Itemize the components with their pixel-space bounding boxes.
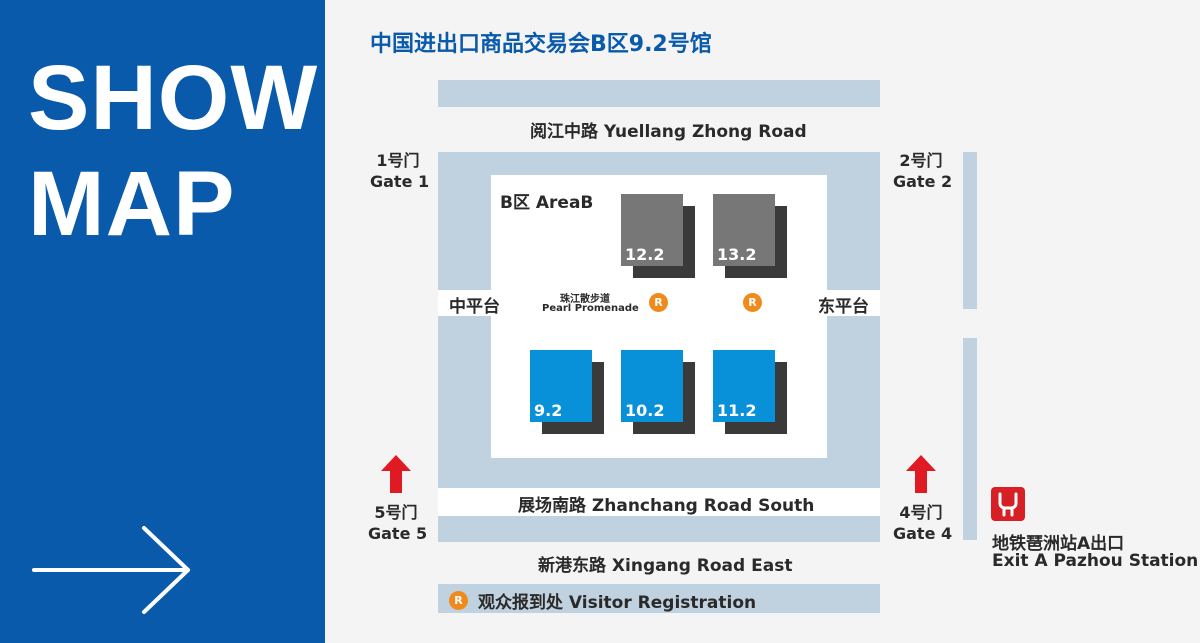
registration-marker-icon: R bbox=[743, 293, 762, 312]
gate-1[interactable]: 1号门 Gate 1 bbox=[370, 150, 430, 192]
hall-10-2[interactable]: 10.2 bbox=[621, 350, 695, 434]
map-title: 中国进出口商品交易会B区9.2号馆 bbox=[370, 32, 712, 57]
metro-exit-cn: 地铁琶洲站A出口 bbox=[992, 534, 1125, 554]
hall-number: 12.2 bbox=[625, 245, 665, 264]
registration-marker-icon: R bbox=[449, 591, 468, 610]
hall-face bbox=[621, 350, 683, 422]
metro-exit-en: Exit A Pazhou Station bbox=[992, 551, 1199, 571]
gate-5-en: Gate 5 bbox=[368, 524, 428, 543]
promenade-label-en: Pearl Promenade bbox=[542, 303, 639, 314]
road-label-yuejiang: 阅江中路 Yuellang Zhong Road bbox=[530, 122, 807, 142]
entry-arrow-up-icon bbox=[381, 455, 411, 493]
hall-number: 9.2 bbox=[534, 401, 563, 420]
side-road-upper bbox=[963, 152, 977, 309]
hall-9-2[interactable]: 9.2 bbox=[530, 350, 604, 434]
mid-platform-label: 中平台 bbox=[449, 297, 500, 317]
hall-face bbox=[713, 194, 775, 266]
area-label: B区 AreaB bbox=[500, 193, 594, 213]
hall-number: 11.2 bbox=[717, 401, 757, 420]
gate-2[interactable]: 2号门 Gate 2 bbox=[893, 150, 953, 192]
gate-2-cn: 2号门 bbox=[899, 151, 943, 170]
hall-number: 13.2 bbox=[717, 245, 757, 264]
hall-face bbox=[713, 350, 775, 422]
hall-13-2[interactable]: 13.2 bbox=[713, 194, 787, 278]
title-map: MAP bbox=[28, 153, 236, 255]
road-band-top bbox=[438, 80, 880, 107]
gate-1-cn: 1号门 bbox=[376, 151, 420, 170]
gate-1-en: Gate 1 bbox=[370, 172, 430, 191]
hall-11-2[interactable]: 11.2 bbox=[713, 350, 787, 434]
arrow-right-icon[interactable] bbox=[32, 524, 194, 616]
promenade-label-cn: 珠江散步道 bbox=[560, 294, 610, 305]
gate-5-cn: 5号门 bbox=[374, 503, 418, 522]
road-label-xingang: 新港东路 Xingang Road East bbox=[538, 556, 793, 576]
gate-5[interactable]: 5号门 Gate 5 bbox=[368, 502, 428, 544]
gate-4-en: Gate 4 bbox=[893, 524, 953, 543]
hall-face bbox=[530, 350, 592, 422]
gate-2-en: Gate 2 bbox=[893, 172, 953, 191]
visitor-registration-label: 观众报到处 Visitor Registration bbox=[478, 593, 757, 613]
title-show: SHOW bbox=[28, 47, 319, 149]
metro-logo-icon bbox=[991, 487, 1025, 521]
zhanchang-road-strip bbox=[438, 488, 880, 516]
gate-4[interactable]: 4号门 Gate 4 bbox=[893, 502, 953, 544]
road-label-zhanchang: 展场南路 Zhanchang Road South bbox=[518, 496, 815, 516]
side-road-lower bbox=[963, 338, 977, 540]
registration-band bbox=[438, 584, 880, 613]
hall-number: 10.2 bbox=[625, 401, 665, 420]
registration-marker-icon: R bbox=[649, 293, 668, 312]
gate-4-cn: 4号门 bbox=[899, 503, 943, 522]
entry-arrow-up-icon bbox=[906, 455, 936, 493]
hall-12-2[interactable]: 12.2 bbox=[621, 194, 695, 278]
hall-face bbox=[621, 194, 683, 266]
east-platform-label: 东平台 bbox=[818, 297, 869, 317]
show-map-panel: SHOW MAP bbox=[0, 0, 325, 643]
